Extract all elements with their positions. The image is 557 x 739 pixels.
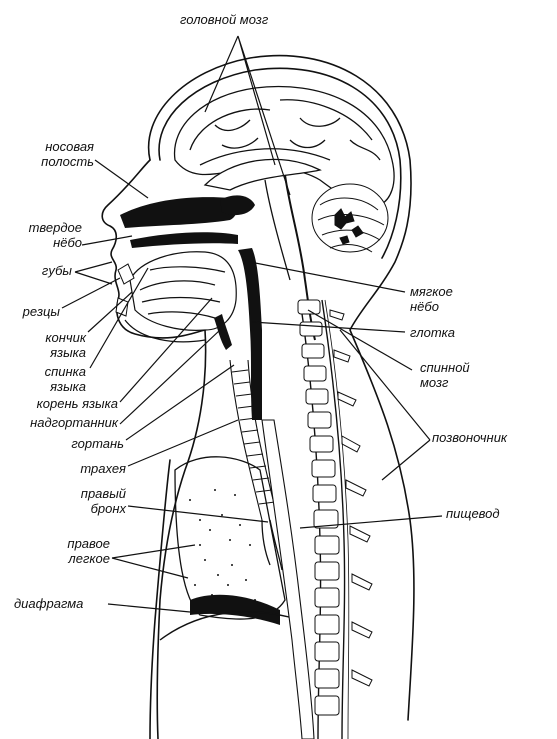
label-trachea: трахея [80, 461, 126, 476]
label-nasal-cavity: носовая полость [22, 139, 94, 169]
neck-front [156, 329, 207, 739]
tongue-shape [129, 251, 237, 331]
label-tongue-back-line2: языка [50, 379, 86, 394]
label-spinal-cord-line1: спинной [420, 360, 470, 375]
label-tongue-tip-line2: языка [50, 345, 86, 360]
leader-larynx [125, 364, 235, 441]
label-incisors: резцы [22, 304, 60, 319]
spinous-processes [329, 309, 373, 687]
leader-nasal-cavity [94, 159, 149, 199]
chest-front [149, 459, 171, 739]
leader-tongue-back [89, 267, 149, 369]
leader-incisors [61, 277, 121, 309]
cerebellum [311, 183, 389, 253]
leader-epiglottis [119, 329, 221, 425]
skull-inner-outline [158, 67, 402, 259]
leader-lips [74, 261, 113, 285]
leader-diaphragm [107, 603, 191, 613]
spinal-column [297, 299, 346, 739]
leader-right-bronchus [127, 505, 269, 523]
label-nasal-cavity-line2: полость [41, 154, 94, 169]
leader-brain [204, 35, 291, 196]
label-epiglottis: надгортанник [30, 415, 118, 430]
leader-spinal-cord [307, 309, 413, 371]
label-tongue-back: спинка языка [10, 364, 86, 394]
label-right-lung-line1: правое [67, 536, 110, 551]
label-tongue-back-line1: спинка [44, 364, 86, 379]
label-lips: губы [41, 263, 72, 278]
leader-tongue-tip [87, 291, 133, 333]
epiglottis-shape [214, 314, 232, 350]
diaphragm-line [159, 611, 301, 641]
leader-spine [339, 329, 431, 481]
label-tongue-tip: кончик языка [10, 330, 86, 360]
label-spinal-cord: спинной мозг [420, 360, 470, 390]
lung-outline [174, 456, 286, 620]
mandible [124, 319, 206, 343]
nasal-cavity-shape [120, 195, 255, 248]
pharynx-shape [238, 248, 262, 420]
label-right-bronchus-line2: бронх [90, 501, 126, 516]
label-tongue-root: корень языка [36, 396, 118, 411]
label-spine: позвоночник [432, 430, 508, 445]
label-soft-palate: мягкое нёбо [410, 284, 453, 314]
label-diaphragm: диафрагма [14, 596, 84, 611]
label-spinal-cord-line2: мозг [420, 375, 449, 390]
leader-tongue-root [119, 297, 213, 403]
label-tongue-tip-line1: кончик [45, 330, 86, 345]
face-profile [101, 159, 206, 339]
leader-lines [61, 35, 443, 613]
leader-trachea [127, 419, 239, 467]
label-hard-palate-line2: нёбо [53, 235, 82, 250]
upper-incisor [117, 263, 135, 285]
leader-hard-palate [81, 235, 133, 246]
leader-soft-palate [249, 261, 406, 293]
label-right-lung-line2: легкое [68, 551, 110, 566]
lower-incisor [115, 297, 129, 317]
head-back-outline [147, 54, 415, 721]
leader-esophagus [299, 515, 443, 529]
esophagus-shape [261, 419, 315, 739]
label-pharynx: глотка [410, 325, 456, 340]
lung-texture [189, 489, 280, 625]
label-right-bronchus: правый бронх [40, 486, 126, 516]
label-nasal-cavity-line1: носовая [45, 139, 94, 154]
leader-pharynx [251, 321, 406, 333]
corpus-callosum [203, 158, 322, 191]
label-soft-palate-line2: нёбо [410, 299, 439, 314]
label-right-bronchus-line1: правый [80, 486, 126, 501]
label-larynx: гортань [71, 436, 124, 451]
brainstem [284, 174, 316, 341]
label-hard-palate: твердое нёбо [10, 220, 82, 250]
label-hard-palate-line1: твердое [28, 220, 82, 235]
leader-right-lung [111, 544, 196, 579]
spinal-cord-line [324, 299, 350, 739]
label-right-lung: правое легкое [30, 536, 110, 566]
label-esophagus: пищевод [446, 506, 500, 521]
label-soft-palate-line1: мягкое [410, 284, 453, 299]
label-brain: головной мозг [180, 12, 269, 27]
